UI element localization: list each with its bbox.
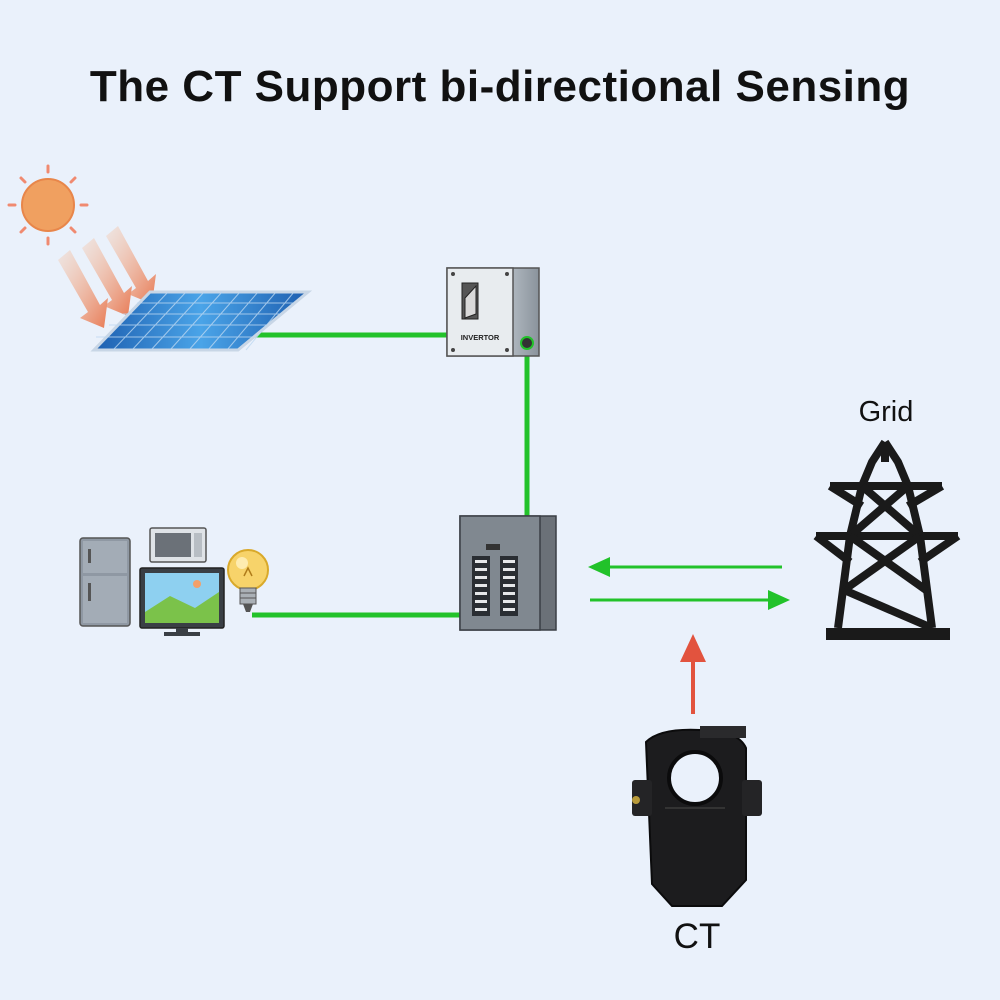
monitor-icon — [139, 567, 225, 636]
arrow-from-grid — [588, 557, 782, 577]
solar-panel-icon — [90, 290, 313, 352]
wires — [252, 332, 530, 618]
inverter-icon: INVERTOR — [446, 267, 540, 357]
bidirectional-arrows — [588, 557, 790, 610]
diagram-title: The CT Support bi-directional Sensing — [89, 62, 911, 111]
sun-icon — [7, 164, 89, 246]
microwave-icon — [149, 527, 207, 563]
inverter-label: INVERTOR — [461, 333, 500, 342]
arrow-to-grid — [590, 590, 790, 610]
ct-clamp-icon — [632, 726, 762, 907]
sun-rays-icon — [58, 226, 156, 328]
breaker-panel-icon — [459, 515, 557, 631]
sensing-arrow — [680, 634, 706, 714]
fridge-icon — [79, 537, 131, 627]
ct-label: CT — [674, 917, 721, 956]
light-bulb-icon — [227, 549, 269, 612]
grid-label: Grid — [859, 396, 914, 428]
transmission-tower-icon — [813, 439, 961, 640]
